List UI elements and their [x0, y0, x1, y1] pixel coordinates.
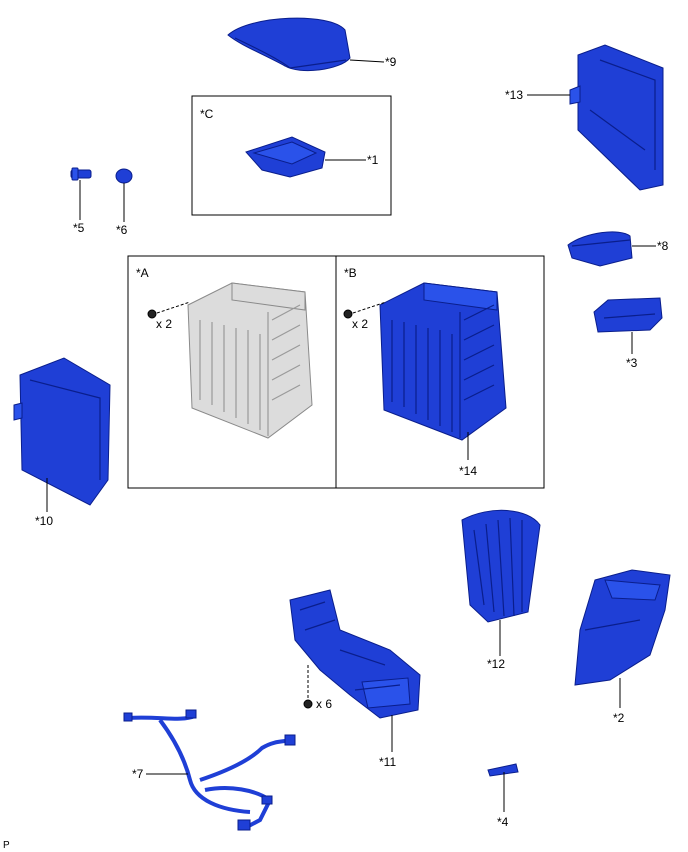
frame-c	[191, 95, 392, 216]
callout-11: *11	[379, 755, 396, 769]
part-9-armrest-lid	[227, 17, 351, 72]
part-11-bracket	[289, 589, 421, 719]
callout-9: *9	[385, 55, 397, 69]
part-4-clip	[487, 763, 519, 777]
callout-10: *10	[35, 514, 53, 528]
part-5-clip	[70, 167, 92, 181]
callout-14: *14	[459, 464, 477, 478]
part-6-clip	[115, 168, 133, 184]
callout-2: *2	[613, 711, 625, 725]
qty-bolt-11: x 6	[316, 697, 332, 711]
bolt-a	[147, 309, 157, 319]
callout-7: *7	[132, 767, 144, 781]
bolt-11	[303, 699, 313, 709]
qty-bolt-a: x 2	[156, 317, 172, 331]
reference-console-box-grey	[187, 282, 313, 439]
part-7-wire-harness	[123, 709, 296, 831]
part-2-rear-panel	[574, 569, 671, 686]
bolt-b	[343, 309, 353, 319]
part-13-side-panel	[569, 44, 664, 191]
callout-6: *6	[116, 223, 128, 237]
part-1-tray	[245, 136, 326, 178]
part-3-switch-panel	[593, 297, 663, 333]
callout-4: *4	[497, 815, 509, 829]
footer-mark: P	[3, 840, 10, 851]
frame-label-c: *C	[200, 107, 214, 121]
frame-label-b: *B	[344, 266, 357, 280]
callout-3: *3	[626, 356, 638, 370]
qty-bolt-b: x 2	[352, 317, 368, 331]
part-14-console-box	[379, 282, 507, 441]
part-10-side-panel	[13, 357, 111, 506]
callout-8: *8	[657, 239, 669, 253]
callout-5: *5	[73, 221, 85, 235]
frame-label-a: *A	[136, 266, 149, 280]
callout-13: *13	[505, 88, 523, 102]
callout-12: *12	[487, 657, 505, 671]
part-8-cover	[567, 231, 633, 267]
part-12-duct	[461, 509, 541, 623]
callout-1: *1	[367, 153, 379, 167]
